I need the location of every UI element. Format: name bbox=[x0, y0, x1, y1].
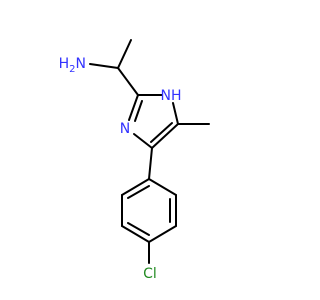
bond-ph-3-4 bbox=[148, 225, 177, 243]
bond-ch3-ch bbox=[117, 39, 132, 69]
bond-c4-n3 bbox=[133, 133, 153, 149]
bond-n3-c2 bbox=[128, 94, 139, 121]
bond-ph-6-1 bbox=[121, 178, 150, 196]
ring-n-label: N bbox=[120, 121, 130, 137]
bond-c5-c4-double bbox=[150, 122, 173, 143]
bond-ch-nh2 bbox=[89, 63, 119, 69]
atom-labels: H2N NH N Cl bbox=[59, 56, 182, 282]
bond-ch-c2 bbox=[117, 67, 139, 96]
bond-n1-c5 bbox=[172, 102, 179, 125]
bond-ph-4-5-double bbox=[127, 222, 150, 236]
chlorine-label: Cl bbox=[143, 266, 157, 282]
bond-n3-c2-double bbox=[134, 100, 143, 122]
bond-lines bbox=[89, 39, 210, 264]
bond-c5-c4 bbox=[151, 123, 179, 149]
amine-label: H2N bbox=[59, 56, 86, 75]
chemical-structure-diagram: H2N NH N Cl bbox=[59, 39, 210, 282]
bond-c4-phenyl bbox=[148, 147, 153, 180]
bond-ph-6-1-double bbox=[127, 185, 150, 199]
bond-ph-4-5 bbox=[121, 225, 150, 243]
ring-nh-label: NH bbox=[161, 88, 182, 104]
bond-ph-1-2 bbox=[148, 178, 177, 196]
